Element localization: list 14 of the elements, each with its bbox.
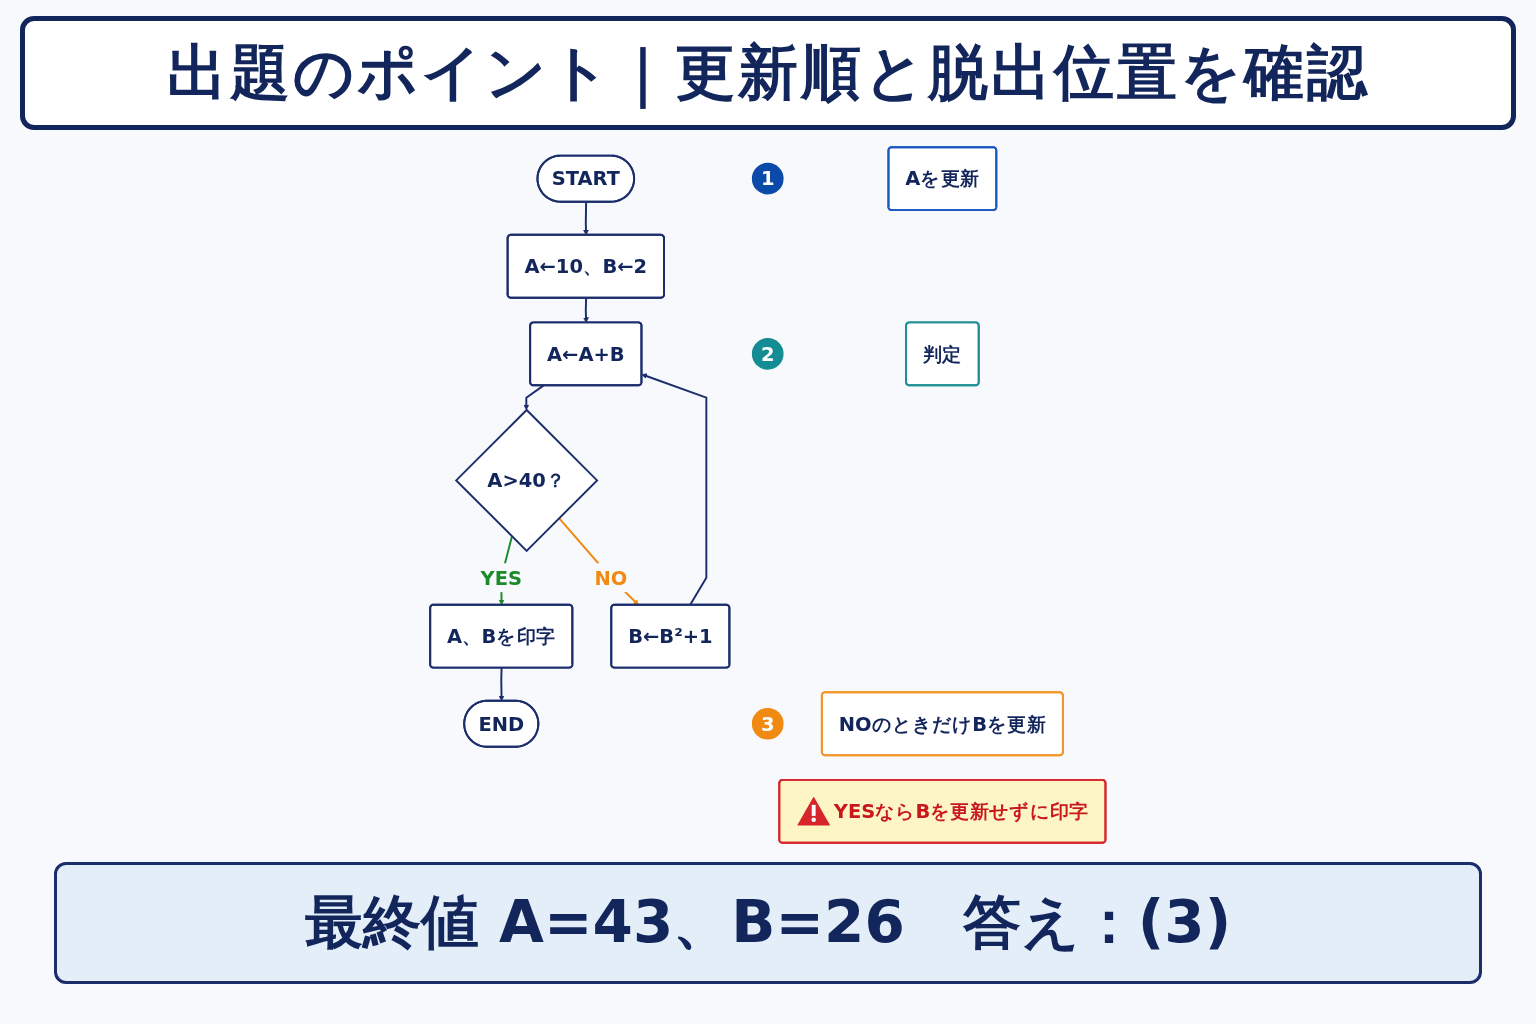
- arrow: [641, 373, 708, 606]
- arrow: [558, 517, 640, 606]
- arrow: [583, 297, 589, 323]
- edge-label: NO: [594, 566, 628, 590]
- edge-label: YES: [480, 566, 523, 590]
- arrow: [523, 384, 545, 411]
- node-circle: 2: [752, 338, 784, 370]
- node-circle: 1: [752, 162, 784, 195]
- title: 出題のポイント｜更新順と脱出位置を確認: [20, 16, 1516, 130]
- node-diamond: A>40？: [455, 408, 599, 553]
- node-circle: 3: [752, 707, 784, 740]
- answer-banner: 最終値 A=43、B=26 答え：(3): [54, 862, 1482, 984]
- arrow: [583, 201, 589, 236]
- arrow: [498, 666, 505, 702]
